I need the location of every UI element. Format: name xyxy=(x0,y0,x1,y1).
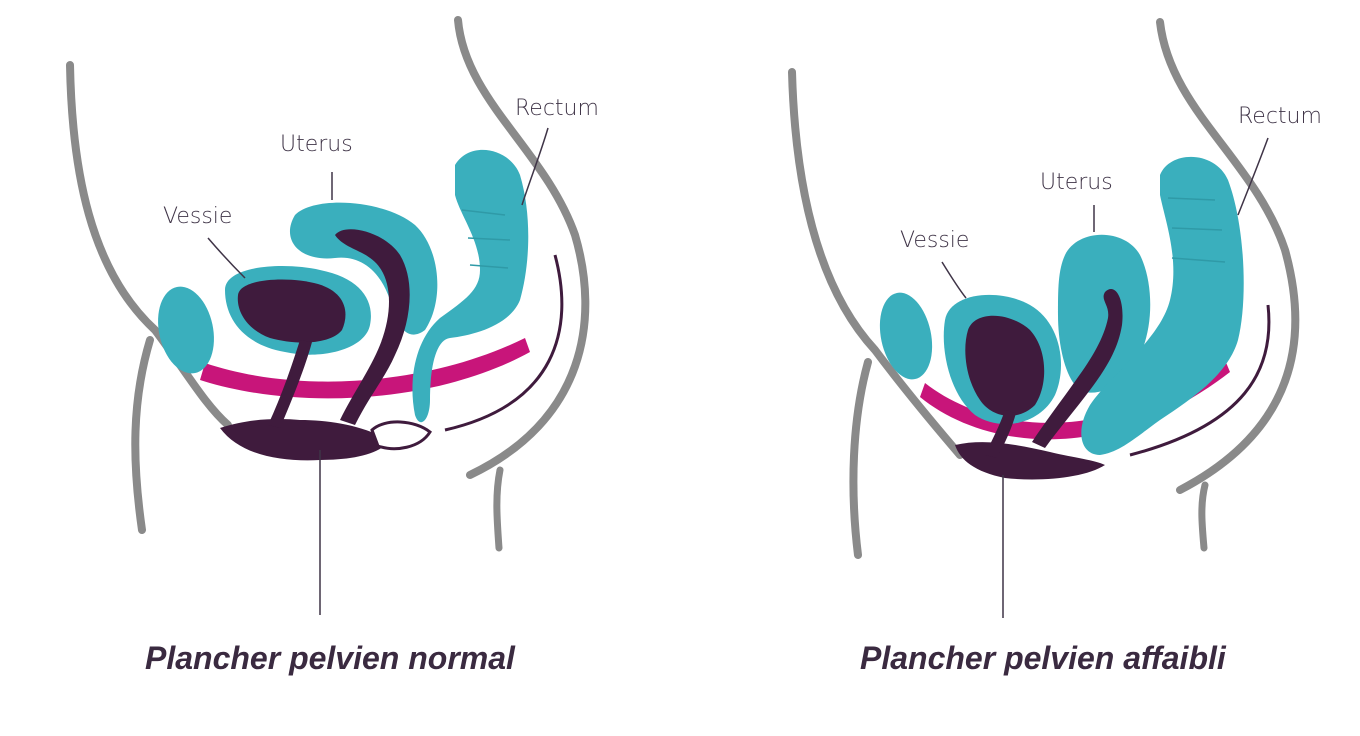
body-outline-back xyxy=(1156,18,1300,494)
body-outline-front xyxy=(788,68,964,459)
label-rectum-normal: Rectum xyxy=(515,96,599,121)
vessie-leader xyxy=(941,261,967,299)
uterus-inner xyxy=(1032,288,1123,448)
bladder-inner xyxy=(965,315,1045,416)
pubic-bone xyxy=(879,292,933,380)
uterus xyxy=(1058,234,1151,393)
rectum xyxy=(1081,156,1244,455)
panel-normal xyxy=(66,16,590,615)
uterus-inner xyxy=(335,229,410,425)
rectum-leader xyxy=(521,127,549,206)
label-uterus-normal: Uterus xyxy=(280,132,353,157)
body-outline-front xyxy=(66,61,232,429)
panel-weakened xyxy=(788,18,1300,618)
sacrum-line xyxy=(444,254,564,432)
rectum-folds xyxy=(1167,197,1226,263)
leg-outline-back xyxy=(1198,481,1209,552)
anal-sphincter xyxy=(370,420,432,451)
perineum xyxy=(220,418,390,461)
leg-outline-front xyxy=(849,358,872,559)
rectum xyxy=(412,149,529,423)
pubic-bone xyxy=(158,286,214,374)
vessie-leader xyxy=(207,237,246,279)
rectum-leader xyxy=(1237,137,1269,216)
caption-normal: Plancher pelvien normal xyxy=(145,640,515,676)
rectum-folds xyxy=(461,209,511,269)
perineum xyxy=(955,442,1105,480)
leg-outline-front xyxy=(131,336,154,534)
label-vessie-normal: Vessie xyxy=(163,204,233,229)
body-outline-back xyxy=(454,16,590,479)
leg-outline-back xyxy=(493,466,504,552)
bladder-inner xyxy=(237,279,346,343)
pelvic-floor-muscle xyxy=(200,338,530,399)
label-uterus-weakened: Uterus xyxy=(1040,170,1113,195)
sacrum-line xyxy=(1129,304,1271,457)
urethra xyxy=(268,340,312,428)
caption-weakened: Plancher pelvien affaibli xyxy=(860,640,1226,676)
urethra xyxy=(985,410,1016,458)
label-rectum-weakened: Rectum xyxy=(1238,104,1322,129)
label-vessie-weakened: Vessie xyxy=(900,228,970,253)
